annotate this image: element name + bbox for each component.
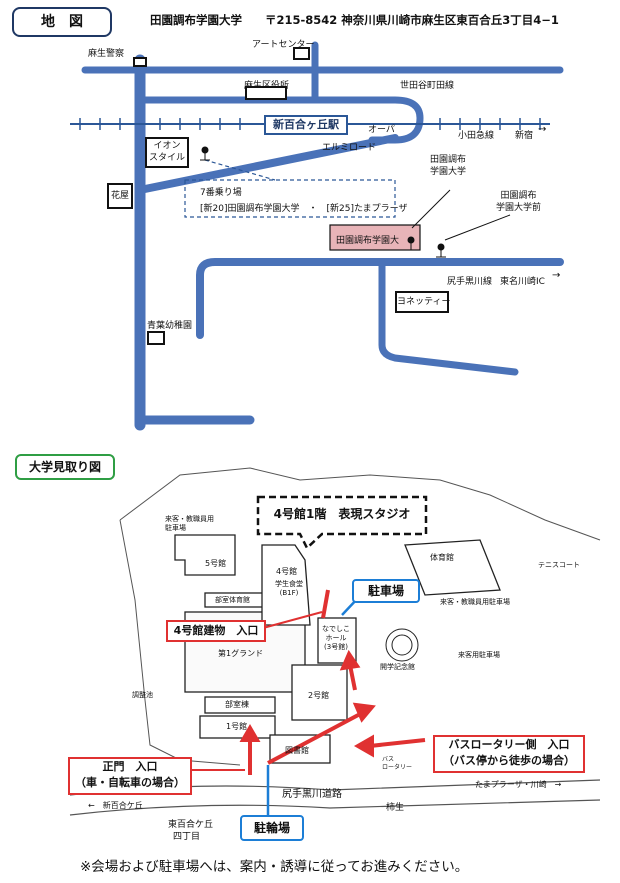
bus-rotary-line1: バスロータリー側 入口: [448, 738, 570, 751]
arrow-tomei-icon: →: [552, 270, 561, 281]
road-name: 尻手黒川道路: [282, 789, 342, 800]
label-bus-stop7-routes: [新20]田園調布学園大学 ・ [新25]たまプラーザ: [200, 204, 408, 214]
label-setagaya-line: 世田谷町田線: [400, 81, 455, 91]
label-building-2: 2号館: [308, 691, 330, 700]
label-shiritekurokawa-line: 尻手黒川線: [447, 277, 493, 287]
label-gym: 体育館: [430, 553, 454, 562]
footer-note: ※会場および駐車場へは、案内・誘導に従ってお進みください。: [80, 859, 469, 875]
university-building: [329, 224, 421, 251]
label-yonetty: ヨネッティー: [395, 291, 450, 313]
to-shinyurigaoka: ← 新百合ケ丘: [88, 801, 143, 810]
station-label[interactable]: 新百合ヶ丘駅: [264, 115, 348, 135]
area-map: [70, 41, 564, 431]
label-teacher-parking: 来客・教職員用 駐車場: [165, 515, 214, 532]
label-tomei-ic: 東名川崎IC: [500, 277, 545, 287]
marker-asao-police: [133, 57, 147, 67]
road-shiritekurokawa: [196, 258, 564, 339]
label-bus-stop7-title: 7番乗り場: [200, 188, 242, 198]
area-name-line1: 東百合ケ丘: [168, 820, 214, 830]
label-oba: オーパ: [368, 125, 395, 135]
label-univ-building: 田園調布学園大: [336, 236, 400, 246]
label-adjust-pond: 調整池: [132, 691, 153, 699]
label-teacher-parking2: 来客・教職員用駐車場: [440, 598, 510, 606]
arrow-shinjuku-icon: →: [538, 124, 547, 135]
building4-entrance-label[interactable]: 4号館建物 入口: [166, 620, 266, 642]
studio-title: 4号館1階 表現スタジオ: [273, 507, 411, 521]
road-diagonal: [136, 134, 399, 194]
map-section-label: 地 図: [12, 7, 112, 37]
marker-asao-ward-office: [245, 86, 287, 100]
label-shinjuku: 新宿: [515, 131, 534, 141]
label-art-center: アートセンター: [252, 40, 315, 50]
parking-label[interactable]: 駐車場: [352, 579, 420, 603]
main-gate-label[interactable]: 正門 入口 （車・自転車の場合）: [68, 757, 192, 795]
address-line: 田園調布学園大学 〒215-8542 神奈川県川崎市麻生区東百合丘3丁目4−1: [150, 13, 559, 27]
area-name-line2: 四丁目: [173, 832, 201, 842]
label-memorial: 開学記念館: [380, 663, 415, 671]
label-aoba-kindergarten: 青葉幼稚園: [147, 321, 193, 331]
label-hanaya: 花屋: [107, 183, 133, 209]
main-gate-line1: 正門 入口: [102, 760, 158, 773]
label-persimmon: 柿生: [386, 803, 405, 813]
marker-aoba-kindergarten: [147, 331, 165, 345]
label-building-5: 5号館: [205, 559, 227, 568]
campus-section-label: 大学見取り図: [15, 454, 115, 480]
label-elmiroad: エルミロード: [322, 143, 377, 153]
label-bus-stop-callout: 田園調布 学園大学前: [496, 191, 542, 213]
label-guest-parking: 来客用駐車場: [458, 651, 500, 659]
to-tamaplaza: たまプラーザ・川崎 →: [475, 780, 562, 789]
bus-rotary-entrance-label[interactable]: バスロータリー側 入口 （バス停から徒歩の場合）: [433, 735, 585, 773]
label-odakyu-line: 小田急線: [458, 131, 495, 141]
label-building-1: 1号館: [226, 722, 248, 731]
label-club-gym: 部室体育館: [215, 596, 250, 604]
building-5: [174, 534, 236, 576]
bus-stop7-box: [184, 179, 396, 218]
label-building-4-sub: 学生食堂 (B1F): [275, 580, 303, 597]
label-univ-callout: 田園調布 学園大学: [430, 155, 467, 177]
road-setagaya-loop: [136, 96, 424, 144]
label-asao-police: 麻生警察: [88, 49, 125, 59]
label-ground: 第1グランド: [218, 649, 264, 658]
label-nadeshiko-hall: なでしこ ホール (3号館): [322, 625, 350, 651]
bus-rotary-line2: （バス停から徒歩の場合）: [443, 754, 575, 767]
label-library: 図書館: [285, 746, 309, 755]
label-bus-rotary-small: バス ロータリー: [382, 756, 413, 771]
road-yonetty: [378, 258, 519, 376]
marker-art-center: [293, 47, 310, 60]
label-tennis: テニスコート: [538, 561, 580, 569]
bicycle-parking-label[interactable]: 駐輪場: [240, 815, 304, 841]
main-gate-line2: （車・自転車の場合）: [75, 776, 185, 789]
label-club-bldg: 部室棟: [225, 700, 249, 709]
label-building-4: 4号館: [276, 567, 298, 576]
label-aeon-style: イオン スタイル: [145, 137, 189, 168]
